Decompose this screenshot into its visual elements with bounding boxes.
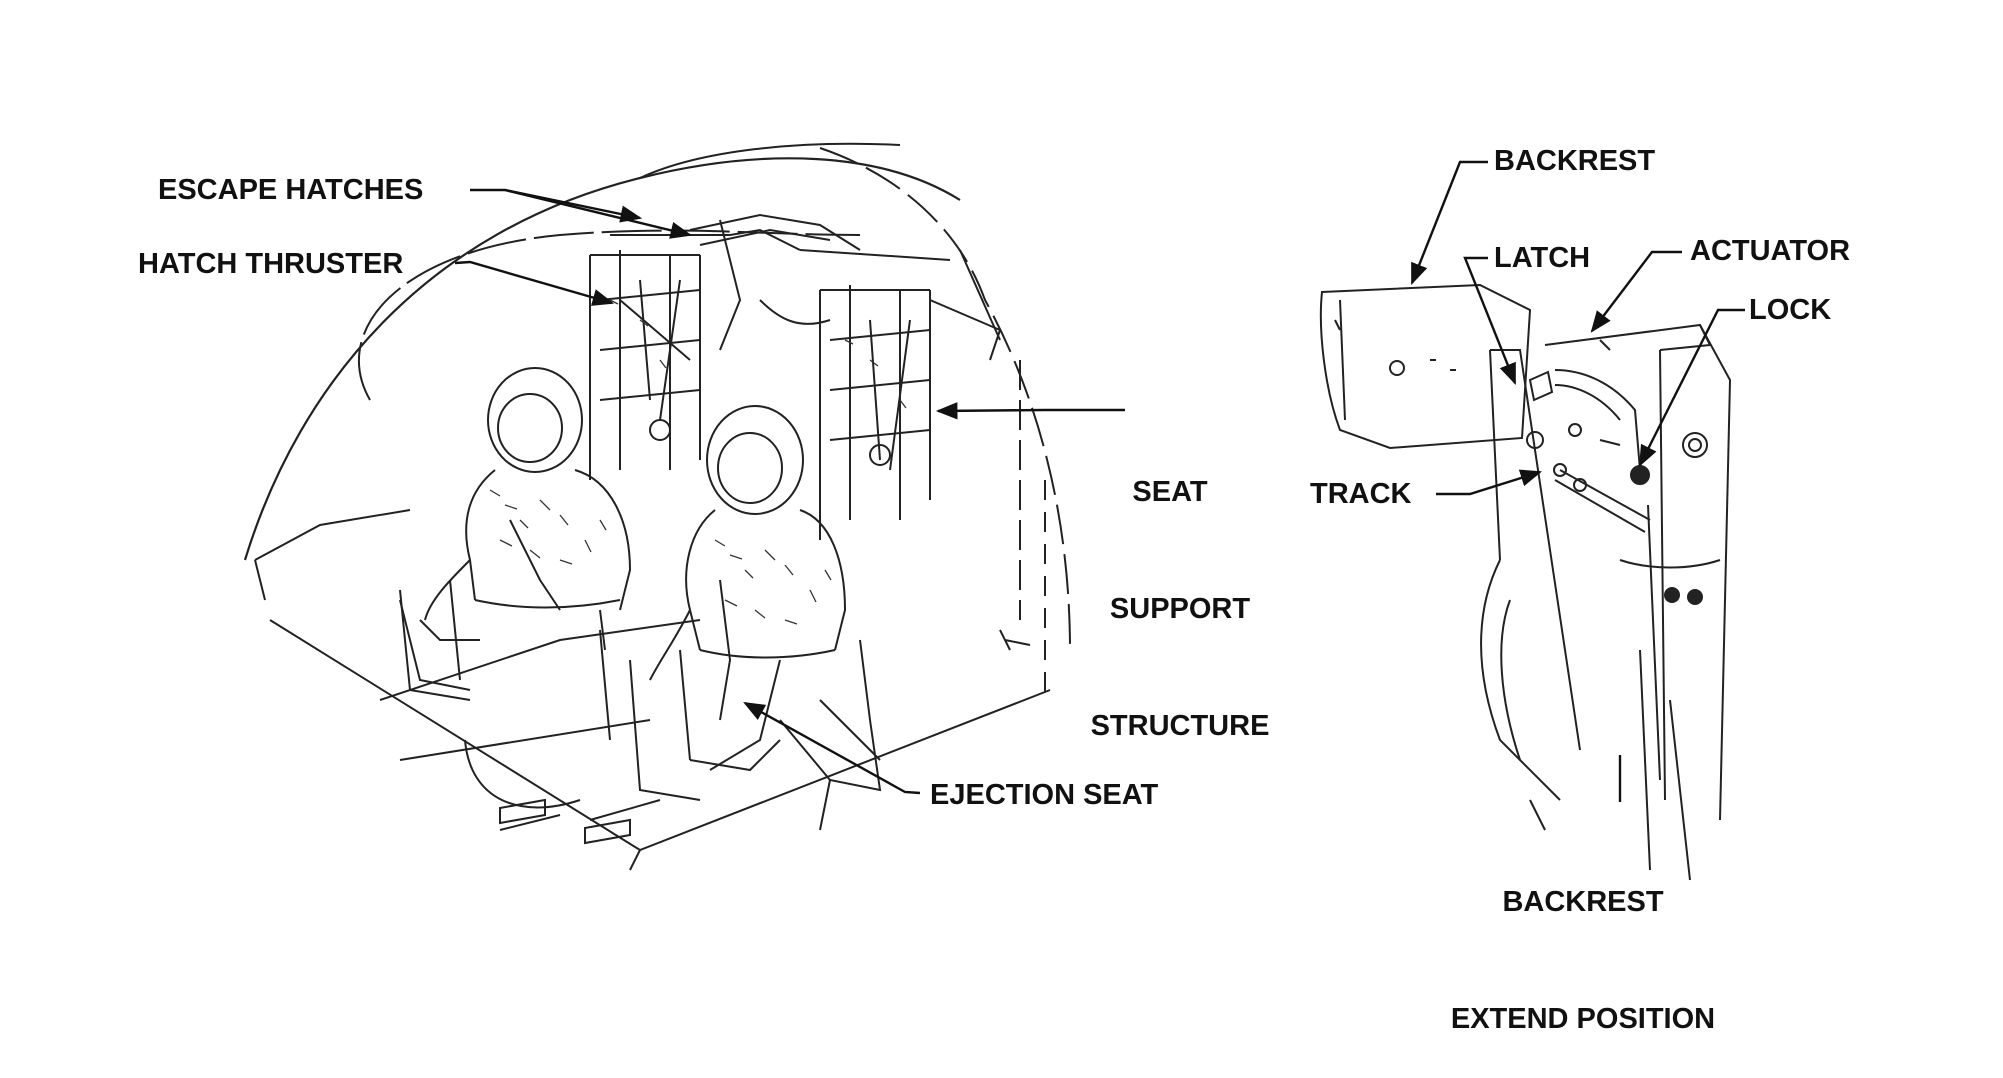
diagram-canvas: ESCAPE HATCHES HATCH THRUSTER SEAT SUPPO… — [138, 142, 1851, 1035]
label-backrest-extend-line1: BACKREST — [1502, 886, 1664, 918]
leader-lines — [454, 160, 1745, 802]
label-hatch-thruster: HATCH THRUSTER — [138, 248, 404, 280]
label-lock: LOCK — [1749, 294, 1832, 326]
label-latch: LATCH — [1494, 242, 1591, 274]
label-seat-support-structure: SEAT SUPPORT STRUCTURE — [1075, 395, 1285, 785]
label-seat-support-structure-line3: STRUCTURE — [1090, 710, 1270, 742]
label-track: TRACK — [1310, 478, 1412, 510]
label-backrest-extend-line2: EXTEND POSITION — [1450, 1003, 1716, 1035]
label-seat-support-structure-line1: SEAT — [1132, 476, 1208, 508]
label-escape-hatches: ESCAPE HATCHES — [158, 174, 424, 206]
label-ejection-seat: EJECTION SEAT — [930, 779, 1159, 811]
diagram-drawing — [243, 142, 1745, 881]
occupant-shading — [489, 299, 907, 625]
label-backrest-extend-position: BACKREST EXTEND POSITION — [1418, 805, 1748, 1078]
label-actuator: ACTUATOR — [1690, 235, 1851, 267]
label-seat-support-structure-line2: SUPPORT — [1109, 593, 1251, 625]
label-backrest: BACKREST — [1494, 145, 1656, 177]
cockpit-illustration — [243, 142, 1071, 871]
backrest-detail-illustration — [1319, 283, 1732, 881]
